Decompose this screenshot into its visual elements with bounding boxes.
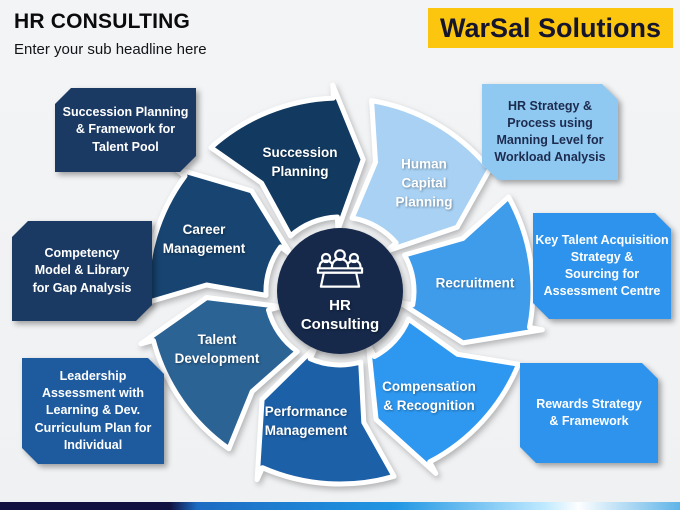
arrow-segment-compensation-recognition (365, 316, 522, 476)
callout-line: Learning & Dev. (45, 403, 141, 418)
arrow-label-line: Compensation (382, 379, 476, 395)
meeting-team-icon (316, 249, 364, 289)
arrow-segment-recruitment (397, 194, 545, 346)
arrow-label-line: Planning (395, 194, 453, 210)
hr-consulting-hub: HR Consulting (277, 228, 403, 354)
hub-label-line2: Consulting (300, 316, 380, 333)
callout-line: Curriculum Plan for (34, 420, 152, 435)
callout-rewards-strategy: Rewards Strategy & Framework (520, 363, 658, 463)
callout-line: Assessment Centre (543, 284, 661, 299)
callout-line: Manning Level for (496, 133, 604, 147)
callout-line: Assessment with (41, 386, 145, 401)
callout-line: Sourcing for (564, 267, 640, 281)
arrow-segment-talent-development (138, 295, 300, 452)
page-subtitle: Enter your sub headline here (14, 41, 207, 58)
bottom-accent-bar (0, 502, 680, 510)
callout-line: Individual (63, 437, 123, 452)
callout-line: Rewards Strategy (536, 396, 642, 411)
header: HR CONSULTING Enter your sub headline he… (14, 10, 207, 58)
arrow-label-recruitment: Recruitment (436, 275, 515, 294)
callout-line: & Framework for (75, 122, 176, 137)
callout-line: Model & Library (34, 263, 130, 278)
callout-line: Strategy & (570, 249, 634, 264)
callout-line: HR Strategy & (507, 98, 593, 113)
callout-line: for Gap Analysis (32, 280, 132, 295)
arrow-label-line: Succession (262, 145, 338, 161)
page-title: HR CONSULTING (14, 10, 191, 33)
arrow-label-line: Development (174, 351, 260, 366)
callout-body: Rewards Strategy & Framework (520, 363, 658, 463)
callout-line: Talent Pool (92, 139, 159, 154)
arrow-label-line: Management (264, 423, 348, 438)
arrow-label-line: Management (162, 241, 246, 256)
callout-line: Leadership (59, 368, 127, 383)
brand-label: WarSal Solutions (439, 12, 662, 43)
callout-line: Process using (507, 115, 593, 130)
hub-label-line1: HR (329, 297, 351, 315)
arrow-segment-succession-planning (208, 82, 366, 239)
callout-line: Competency (44, 246, 120, 261)
callout-line: Key Talent Acquisition (535, 232, 669, 247)
arrow-segment-performance-management (254, 344, 397, 487)
arrow-label-line: Talent (197, 332, 237, 348)
arrow-label-line: Recruitment (435, 275, 515, 291)
callout-line: Succession Planning (62, 105, 189, 120)
arrow-label-line: Planning (271, 164, 329, 179)
callout-line: & Framework (549, 414, 629, 428)
arrow-label-line: Career (182, 222, 226, 238)
arrow-label-line: Capital (401, 175, 447, 191)
arrow-label-line: & Recognition (383, 398, 475, 413)
callout-line: Workload Analysis (494, 150, 606, 165)
arrow-label-line: Human (401, 156, 447, 172)
arrow-label-compensation-recognition: Compensation & Recognition (382, 378, 476, 416)
brand-banner: WarSal Solutions (428, 8, 673, 48)
arrow-label-line: Performance (264, 404, 348, 420)
